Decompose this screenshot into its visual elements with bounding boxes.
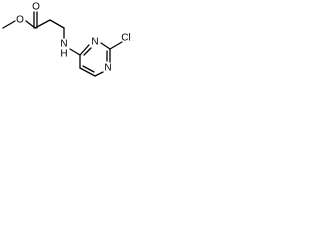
atom-n-ring-1: N	[104, 63, 111, 74]
bond-c2-cl	[109, 41, 123, 50]
atom-cl: Cl	[121, 33, 130, 44]
bond-c4-n3	[79, 44, 90, 56]
atom-o-ester: O	[16, 15, 24, 26]
atom-n-ring-3: N	[91, 37, 98, 48]
bond-n3-c2	[100, 42, 111, 50]
bond-methyl-oester	[2, 20, 16, 29]
bond-ch2-ch2	[49, 19, 65, 29]
bond-carbonyl-ch2	[34, 19, 51, 29]
bond-c4-n3-inner	[83, 47, 92, 56]
atom-o-carbonyl: O	[32, 2, 40, 13]
atom-h-amine: H	[60, 49, 67, 60]
bond-c6-c5-inner	[82, 65, 95, 73]
atom-labels: O O N H N N Cl	[16, 2, 131, 74]
bond-nh-c4	[69, 48, 81, 56]
bond-n1-c6	[94, 71, 104, 77]
atom-n-amine: N	[60, 39, 67, 50]
bonds	[2, 11, 123, 77]
molecule-structure: O O N H N N Cl	[2, 2, 131, 77]
bond-c6-c5	[79, 67, 96, 77]
